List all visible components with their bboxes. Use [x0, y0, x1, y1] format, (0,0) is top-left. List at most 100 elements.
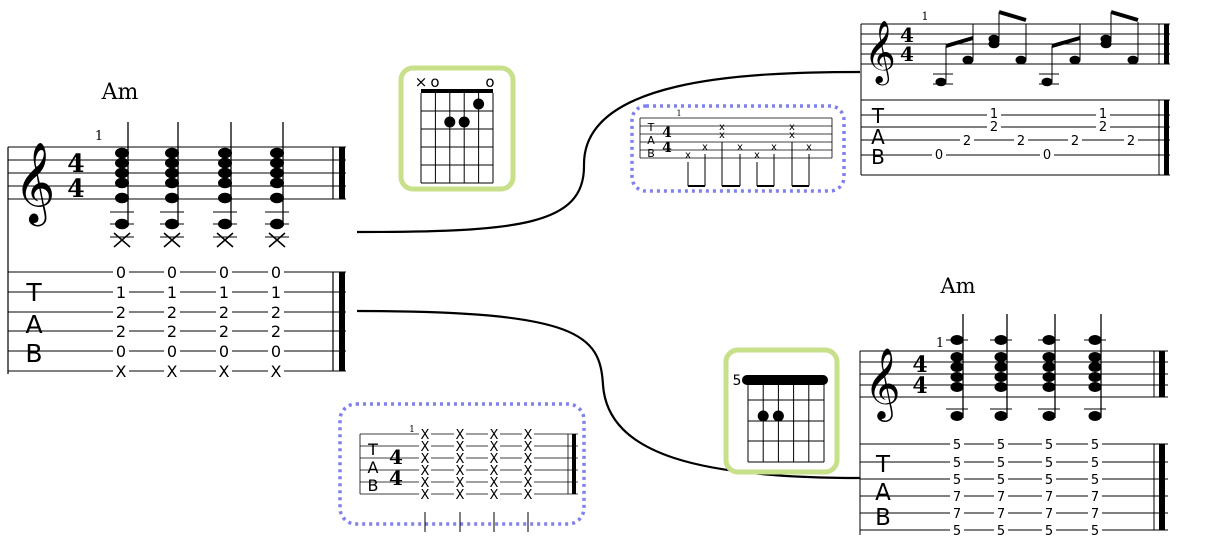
tab-column-1: 5 5 5 7 7 5: [950, 436, 964, 539]
time-signature-bottom: 4: [67, 174, 84, 203]
tab-number: 0: [1043, 148, 1051, 163]
tab-muted: X: [421, 488, 430, 503]
arpeggio-notes: [933, 12, 1139, 87]
tab-number: 0: [935, 148, 943, 163]
chord-2: [990, 314, 1012, 421]
tab-label-t: T: [367, 440, 378, 459]
tab-number: 2: [1127, 134, 1135, 149]
finger-dot: [757, 410, 769, 422]
muted-string-marker: ×: [415, 73, 428, 91]
chord-4: [1084, 314, 1106, 421]
tab-muted: X: [456, 440, 465, 455]
time-signature-bottom: 4: [912, 373, 927, 399]
am-chord-diagram: × o o: [398, 65, 516, 192]
bottom-right-music-system: Am 1 𝄞 4 4: [859, 274, 1168, 539]
measure-number: 1: [936, 336, 944, 351]
svg-text:x: x: [754, 150, 760, 161]
tab-number: 5: [953, 456, 961, 471]
tab-number: 1: [1099, 107, 1107, 122]
tab-label-a: A: [368, 458, 379, 477]
time-signature-top: 4: [900, 23, 914, 47]
tab-number: 0: [116, 342, 126, 361]
tab-number: 5: [953, 524, 961, 539]
tab-muted: X: [524, 488, 533, 503]
tab-muted: X: [456, 452, 465, 467]
tab-label-b: B: [25, 339, 42, 368]
chord-3: [213, 122, 237, 248]
tab-number: 5: [997, 456, 1005, 471]
time-signature-top: 4: [67, 149, 84, 178]
tab-number: 2: [1017, 134, 1025, 149]
tab-muted: X: [524, 428, 533, 443]
chord-notes: [946, 314, 1106, 421]
tab-label-b: B: [875, 505, 891, 531]
measure-number: 1: [409, 425, 415, 435]
tab-column-3: 0 1 2 2 0 X: [216, 263, 232, 381]
tab-label-t: T: [647, 121, 655, 134]
tab-number: 1: [271, 283, 281, 302]
tab-number: 5: [1045, 438, 1053, 453]
chord-4: [265, 122, 289, 248]
measure-number: 1: [676, 109, 681, 118]
tab-number: 5: [1045, 456, 1053, 471]
tab-number: 1: [990, 107, 998, 122]
time-signature-bottom: 4: [662, 140, 672, 156]
tab-label-b: B: [368, 476, 379, 495]
chord-name: Am: [939, 274, 975, 298]
tab-number: 5: [1045, 524, 1053, 539]
tab-number: 2: [271, 322, 281, 341]
tab-muted: X: [456, 488, 465, 503]
tab-number: 5: [1091, 438, 1099, 453]
tab-number: 7: [1091, 490, 1099, 505]
tab-number: 5: [1091, 473, 1099, 488]
tab-muted: X: [490, 488, 499, 503]
tab-number: X: [219, 362, 230, 381]
tab-number: 0: [271, 263, 281, 282]
tab-number: X: [116, 362, 127, 381]
tab-number: 7: [997, 507, 1005, 522]
tab-number: 2: [116, 303, 126, 322]
chord-3: [1038, 314, 1060, 421]
arpeggio-callout: 1 T A B 4 4 xx xx xx x xx x: [630, 104, 846, 193]
svg-text:x: x: [789, 122, 795, 133]
barre-bar: [742, 375, 828, 385]
svg-text:x: x: [737, 142, 743, 153]
svg-text:x: x: [702, 142, 708, 153]
barre-chord-diagram: 5: [723, 347, 840, 475]
tab-label-a: A: [25, 310, 42, 339]
tab-label-b: B: [647, 147, 655, 160]
svg-text:x: x: [685, 150, 691, 161]
fret-number: 5: [733, 373, 742, 389]
treble-clef-icon: 𝄞: [864, 20, 896, 86]
tab-number: 2: [990, 120, 998, 135]
tab-label-t: T: [875, 452, 891, 478]
tab-column-2: 5 5 5 7 7 5: [994, 436, 1008, 539]
tab-muted: X: [490, 452, 499, 467]
tab-number: 5: [997, 524, 1005, 539]
tab-number: 1: [167, 283, 177, 302]
tab-column-3: 5 5 5 7 7 5: [1042, 436, 1056, 539]
tab-muted: X: [421, 440, 430, 455]
tab-numbers: 0 2 1 2 2 0 2 1 2 2: [932, 106, 1138, 163]
tab-muted: X: [421, 464, 430, 479]
tab-muted: X: [490, 464, 499, 479]
tab-number: 0: [219, 263, 229, 282]
tab-label-t: T: [25, 278, 42, 307]
treble-clef-icon: 𝄞: [864, 346, 901, 422]
tab-number: 2: [1099, 120, 1107, 135]
tab-number: 1: [219, 283, 229, 302]
tab-muted: X: [490, 428, 499, 443]
finger-dot: [444, 116, 456, 128]
tab-label-a: A: [647, 134, 655, 147]
tab-number: 5: [1091, 456, 1099, 471]
tab-number: 2: [1071, 134, 1079, 149]
tab-number: X: [271, 362, 282, 381]
tab-number: 0: [167, 263, 177, 282]
time-signature-top: 4: [912, 352, 927, 378]
tab-number: 7: [953, 507, 961, 522]
chord-name: Am: [101, 80, 139, 105]
tab-number: 2: [219, 322, 229, 341]
tab-muted: X: [524, 440, 533, 455]
tab-number: 5: [953, 438, 961, 453]
